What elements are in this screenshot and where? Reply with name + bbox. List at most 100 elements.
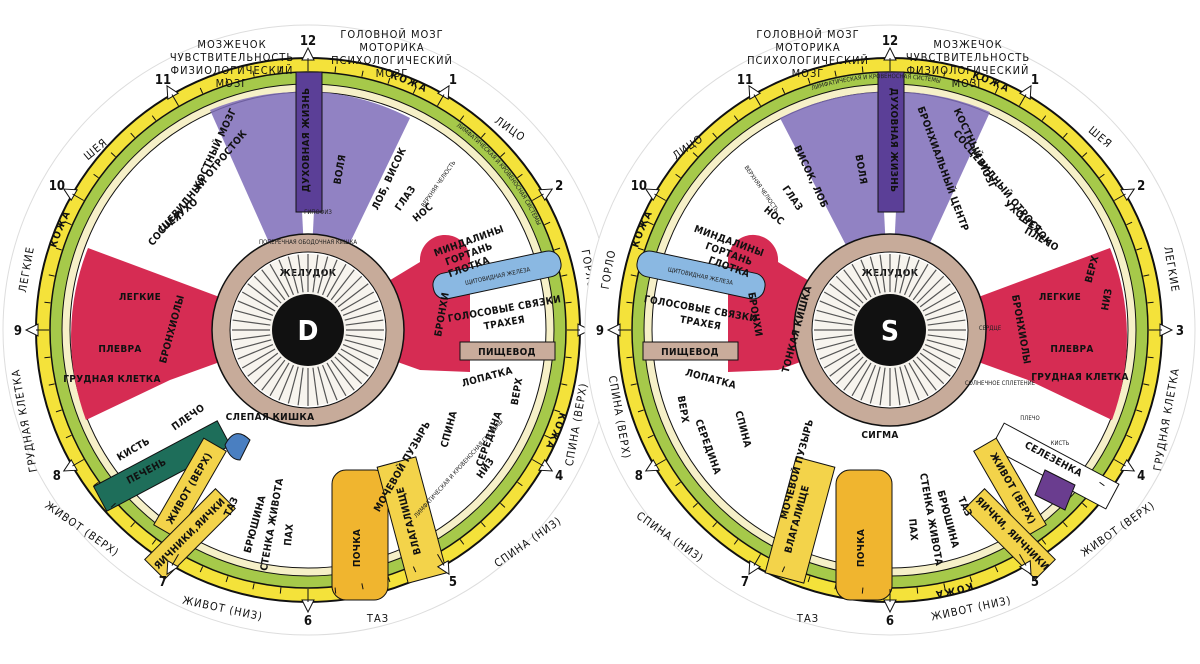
thyroid-bar-s	[636, 250, 766, 300]
pleura-label: ПЛЕВРА	[98, 344, 141, 355]
outer-sensitivity-d: ЧУВСТВИТЕЛЬНОСТЬ	[170, 51, 294, 64]
iris-ray	[234, 339, 272, 351]
iris-ray	[344, 309, 382, 321]
lungs-sector-s	[890, 248, 1127, 420]
ring-tick	[753, 94, 761, 106]
iris-ray	[903, 259, 920, 296]
iris-ray	[340, 291, 375, 312]
ring-tick	[1136, 409, 1143, 413]
ring-tick	[861, 587, 864, 594]
ring-tick	[361, 70, 364, 77]
ring-tick	[72, 193, 84, 201]
ring-tick	[44, 356, 51, 359]
ring-tick	[1126, 221, 1133, 226]
iris-ray	[342, 300, 379, 317]
iris-ray	[835, 275, 864, 304]
clock-number: 11	[737, 73, 753, 88]
ring-tick	[1147, 356, 1154, 359]
clock-number: 11	[155, 73, 171, 88]
ring-tick	[544, 434, 551, 439]
ring-tick	[733, 539, 739, 545]
outer-pelvis-d: ТАЗ	[366, 612, 389, 625]
chest-label-s: ГРУДНАЯ КЛЕТКА	[1031, 372, 1128, 383]
ring-tick	[1099, 173, 1105, 179]
outer-psych-d: ПСИХОЛОГИЧЕСКИЙ	[331, 54, 453, 67]
iris-ray	[287, 256, 299, 294]
ring-tick	[1114, 193, 1126, 201]
ring-tick	[807, 77, 811, 84]
outer-brain-head-d: ГОЛОВНОЙ МОЗГ	[340, 28, 443, 41]
iris-ray	[247, 352, 279, 377]
ring-tick	[1143, 383, 1150, 386]
iris-ray	[819, 343, 856, 360]
ring-tick	[65, 221, 72, 226]
iris-ray	[903, 364, 920, 401]
ring-tick	[517, 173, 523, 179]
iris-ray	[326, 362, 347, 397]
hand-label-s: КИСТЬ	[1051, 440, 1070, 447]
outer-brain2-d: МОЗГ	[216, 77, 249, 90]
ring-tick	[753, 554, 761, 566]
iris-ray	[337, 352, 369, 377]
ring-tick	[171, 554, 179, 566]
ring-tick	[1099, 481, 1105, 487]
clock-number: 5	[449, 575, 457, 590]
pleura-label-s: ПЛЕВРА	[1050, 344, 1093, 355]
spiritual-life-strip-s	[877, 71, 905, 213]
left-eye-chart: S КОЖА КОЖА КОЖА ЛИМФАТИЧЕСКАЯ И КРОВЕНО…	[584, 24, 1196, 636]
ring-tick	[1062, 132, 1068, 138]
ring-tick	[130, 522, 136, 528]
ring-tick	[199, 566, 204, 573]
ring-tick	[733, 115, 739, 121]
cecum-label: СЛЕПАЯ КИШКА	[226, 412, 315, 423]
ring-tick	[675, 481, 681, 487]
iris-ray	[835, 356, 864, 385]
ring-tick	[1041, 539, 1047, 545]
pituitary-label: ГИПОФИЗ	[304, 209, 332, 216]
outer-sensitivity-s: ЧУВСТВИТЕЛЬНОСТЬ	[906, 51, 1030, 64]
iris-ray	[334, 356, 363, 385]
clock-number: 9	[14, 324, 22, 339]
clock-number: 4	[555, 469, 563, 484]
outer-cerebellum-d: МОЗЖЕЧОК	[197, 38, 266, 51]
ring-tick	[151, 539, 157, 545]
abdomen-bar-s	[973, 437, 1047, 539]
clock-number: 6	[304, 614, 312, 629]
iris-ray	[899, 256, 911, 294]
iris-ray	[816, 309, 854, 321]
outer-brain2-s: МОЗГ	[952, 77, 985, 90]
iris-ray	[912, 359, 937, 391]
iris-ray	[899, 366, 911, 404]
iris-ray	[269, 263, 290, 298]
ovaries-bar-s	[964, 488, 1056, 580]
clock-number: 6	[886, 614, 894, 629]
ring-tick	[554, 409, 561, 413]
outer-motor-s: МОТОРИКА	[775, 41, 840, 54]
ring-tick	[480, 132, 486, 138]
vagina-bar-s	[764, 456, 836, 584]
ring-tick	[93, 481, 99, 487]
ring-tick	[554, 247, 561, 251]
ring-tick	[561, 274, 568, 277]
kidney-label: ПОЧКА	[352, 529, 363, 567]
iris-ray	[879, 367, 886, 406]
outer-physiol-s: ФИЗИОЛОГИЧЕСКИЙ	[907, 64, 1030, 77]
ring-tick	[334, 66, 337, 73]
ring-tick	[437, 94, 445, 106]
clock-number: 12	[300, 34, 316, 49]
iris-ray	[912, 269, 937, 301]
will-label-s: ВОЛЯ	[852, 154, 868, 186]
ring-tick	[532, 193, 544, 201]
ring-tick	[834, 583, 837, 590]
ring-tick	[1041, 115, 1047, 121]
ring-tick	[807, 576, 811, 583]
iris-ray	[879, 254, 886, 293]
ring-tick	[55, 247, 62, 251]
sigma-label: СИГМА	[861, 430, 898, 441]
iris-ray	[269, 362, 290, 397]
iris-ray	[927, 319, 966, 326]
iris-ray	[334, 275, 363, 304]
ring-tick	[459, 539, 465, 545]
